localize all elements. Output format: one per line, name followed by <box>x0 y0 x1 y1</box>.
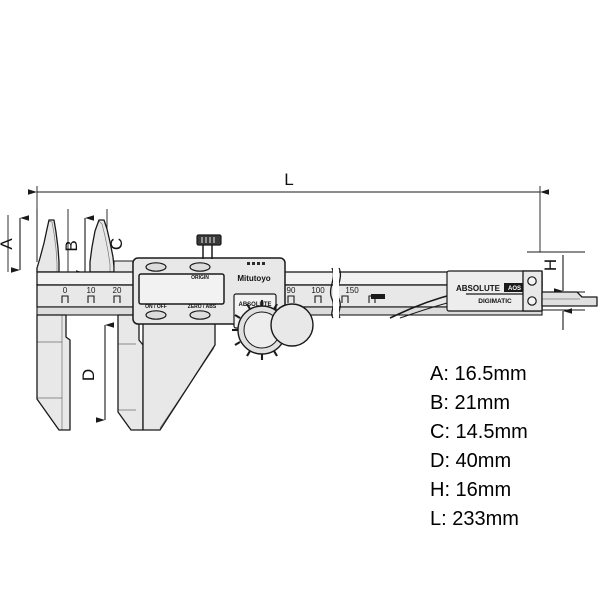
scale-number-20: 20 <box>113 286 122 295</box>
scale-number-100: 100 <box>311 286 325 295</box>
slider-top-ridge <box>247 262 265 265</box>
scale-number-10: 10 <box>87 286 96 295</box>
dimension-l-label: L <box>284 170 293 189</box>
slider-lower-body-edge <box>159 347 215 429</box>
dimension-a-label: A <box>0 238 16 250</box>
brand-logo-mitutoyo: Mitutoyo <box>237 274 270 283</box>
slider-absolute-label: ABSOLUTE <box>239 302 272 308</box>
end-cap-hole-upper <box>527 276 537 286</box>
dimension-b-label: B <box>62 240 81 251</box>
fixed-upper-jaw <box>36 219 60 273</box>
aos-badge-box <box>504 283 525 292</box>
legend-item-h: H: 16mm <box>430 479 512 501</box>
button-upper-left[interactable] <box>145 262 167 272</box>
dimension-d: D <box>79 322 114 423</box>
dimension-c-label: C <box>107 238 126 250</box>
dimension-h: H <box>541 255 572 330</box>
dimension-a: A <box>0 215 29 273</box>
button-on-off-label: ON / OFF <box>145 304 167 310</box>
beam-digimatic-label: DIGIMATIC <box>478 298 512 305</box>
scale-number-0: 0 <box>63 286 68 295</box>
scale-number-90: 90 <box>287 286 296 295</box>
movable-lower-jaw <box>117 314 144 431</box>
scale-graduations-right <box>287 295 376 303</box>
lcd-display[interactable] <box>138 273 225 305</box>
end-cap-hole-lower <box>527 296 537 306</box>
locking-screw-knurl <box>201 237 215 243</box>
slider-top-shoulder <box>113 260 134 273</box>
scale-graduations-left <box>61 295 121 303</box>
button-zero-abs[interactable] <box>189 310 211 320</box>
dimension-b: B <box>62 215 94 276</box>
aos-badge-label: AOS <box>508 286 521 292</box>
movable-upper-jaw-inner-edge <box>98 220 111 272</box>
dimension-d-label: D <box>79 369 98 381</box>
legend-item-d: D: 40mm <box>430 450 512 472</box>
fixed-upper-jaw-inner-edge <box>48 220 58 272</box>
beam-break-gap <box>333 269 339 317</box>
dimension-h-label: H <box>541 259 560 271</box>
button-origin[interactable] <box>189 262 211 272</box>
caliper-body: 0 10 20 90 100 150 <box>36 219 598 431</box>
scale-marker-block <box>371 294 385 299</box>
legend-item-l: L: 233mm <box>430 508 519 530</box>
scale-number-150: 150 <box>345 286 359 295</box>
beam-absolute-label: ABSOLUTE <box>456 284 501 293</box>
button-zero-abs-label: ZERO / ABS <box>188 304 217 310</box>
dimension-l: L <box>28 170 549 195</box>
legend-item-c: C: 14.5mm <box>430 421 528 443</box>
button-on-off[interactable] <box>145 310 167 320</box>
dimension-legend: A: 16.5mm B: 21mm C: 14.5mm D: 40mm H: 1… <box>430 360 595 534</box>
locking-screw[interactable] <box>196 234 222 259</box>
button-origin-label: ORIGIN <box>191 275 209 281</box>
lock-knob[interactable] <box>270 303 314 347</box>
dimension-c: C <box>107 238 126 250</box>
legend-item-b: B: 21mm <box>430 392 511 414</box>
legend-item-a: A: 16.5mm <box>430 363 527 385</box>
